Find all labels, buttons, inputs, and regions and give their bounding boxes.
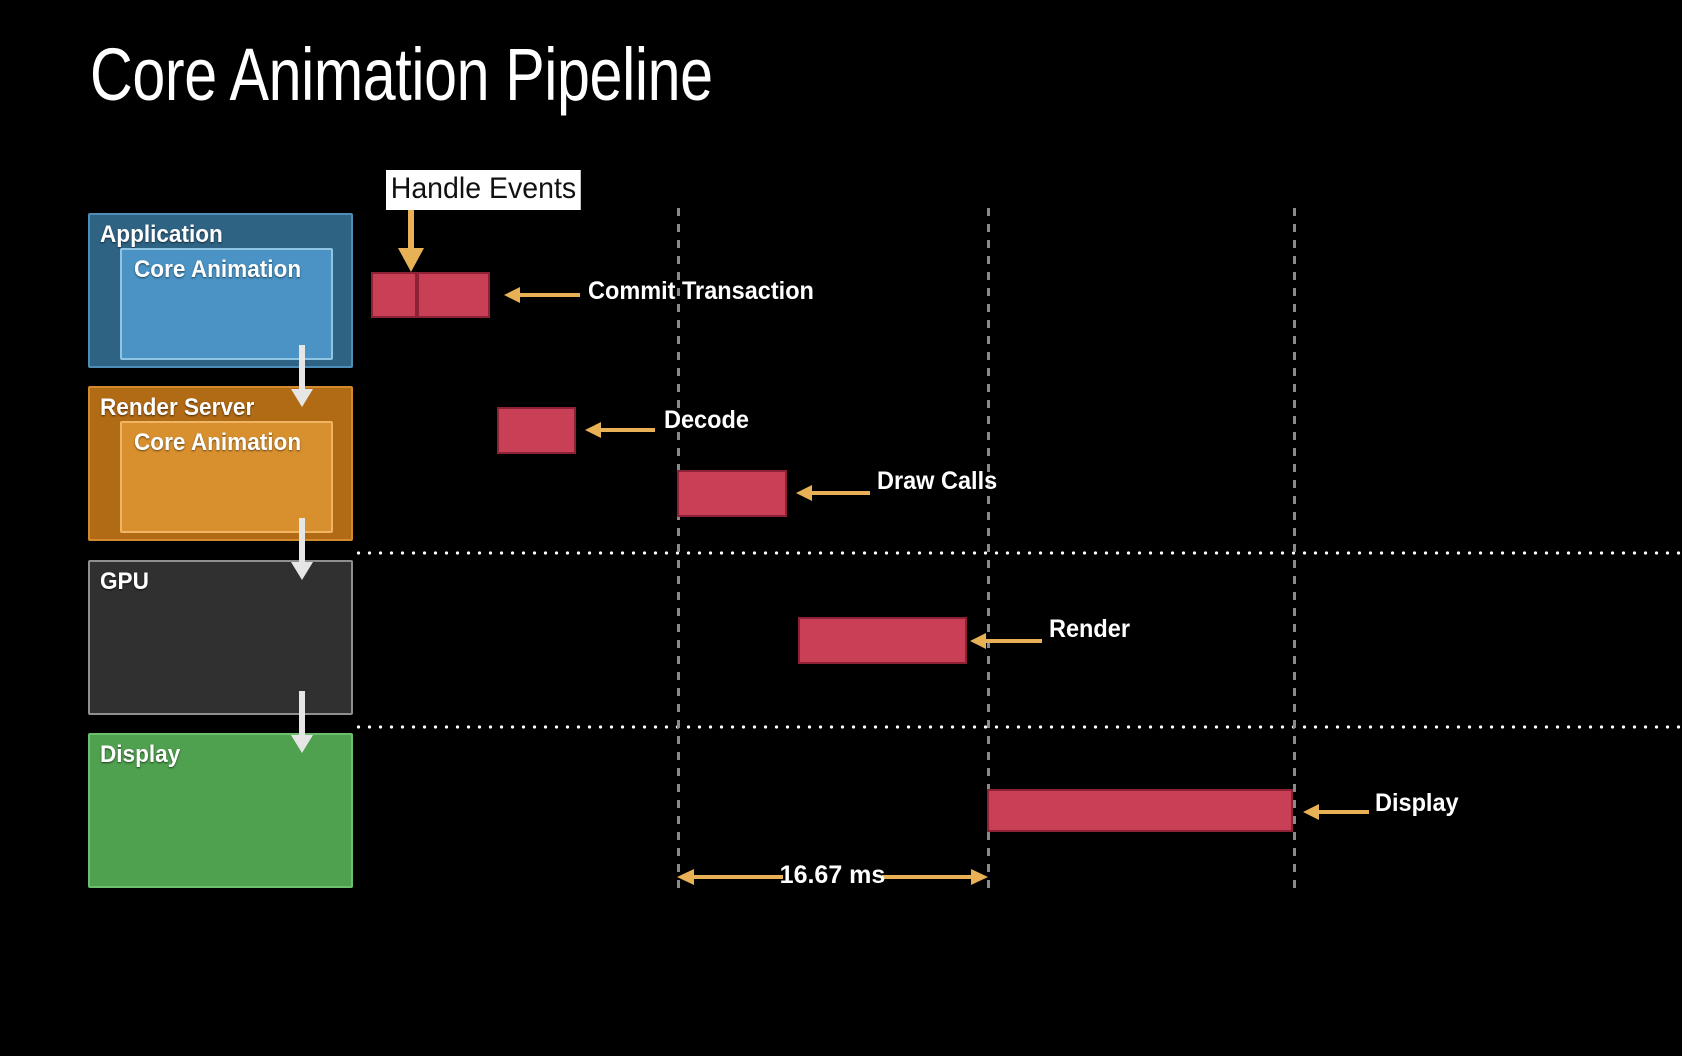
flow-arrow-shaft bbox=[299, 518, 305, 564]
lane-render-server-title: Render Server bbox=[100, 394, 255, 421]
lane-display-title: Display bbox=[100, 741, 181, 768]
arrow-shaft bbox=[810, 491, 870, 495]
task-bar-draw-calls bbox=[677, 470, 787, 517]
task-bar-commit-transaction-segment-1 bbox=[371, 272, 417, 318]
flow-arrow-gpu-to-display bbox=[291, 691, 313, 753]
arrow-shaft bbox=[408, 210, 414, 252]
lane-render-server-core-animation-label: Core Animation bbox=[134, 429, 302, 456]
measure-arrow-head-right bbox=[971, 869, 988, 885]
label-handle-events: Handle Events bbox=[386, 170, 581, 210]
callout-arrow-commit-transaction bbox=[504, 285, 580, 305]
task-bar-display bbox=[987, 789, 1293, 832]
lane-application-core-animation-label: Core Animation bbox=[134, 256, 302, 283]
arrow-head bbox=[1303, 804, 1319, 820]
arrow-shaft bbox=[518, 293, 580, 297]
flow-arrow-head bbox=[291, 735, 313, 753]
task-bar-decode bbox=[497, 407, 576, 454]
arrow-handle-events bbox=[398, 210, 424, 272]
flow-arrow-shaft bbox=[299, 691, 305, 737]
lane-gpu-title: GPU bbox=[100, 568, 149, 595]
arrow-shaft bbox=[984, 639, 1042, 643]
label-display: Display bbox=[1375, 789, 1459, 817]
arrow-head bbox=[585, 422, 601, 438]
flow-arrow-application-to-render-server bbox=[291, 345, 313, 407]
measure-arrow-shaft-right bbox=[882, 875, 972, 879]
measure-arrow-head-left bbox=[677, 869, 694, 885]
flow-arrow-head bbox=[291, 389, 313, 407]
lane-separator-display bbox=[353, 725, 1682, 729]
lane-render-server: Render Server Core Animation bbox=[88, 386, 353, 541]
frame-boundary-line-3 bbox=[1293, 208, 1296, 892]
lane-application-core-animation: Core Animation bbox=[120, 248, 333, 360]
task-bar-render bbox=[798, 617, 967, 664]
lane-application: Application Core Animation bbox=[88, 213, 353, 368]
measure-arrow-shaft-left bbox=[693, 875, 783, 879]
frame-duration-measure: 16.67 ms bbox=[677, 861, 988, 889]
flow-arrow-render-server-to-gpu bbox=[291, 518, 313, 580]
lane-render-server-core-animation: Core Animation bbox=[120, 421, 333, 533]
frame-boundary-line-2 bbox=[987, 208, 990, 892]
arrow-head bbox=[504, 287, 520, 303]
arrow-shaft bbox=[599, 428, 655, 432]
frame-duration-label: 16.67 ms bbox=[779, 861, 886, 889]
lane-application-title: Application bbox=[100, 221, 223, 248]
label-render: Render bbox=[1049, 615, 1130, 643]
arrow-head bbox=[398, 248, 424, 272]
lane-gpu: GPU bbox=[88, 560, 353, 715]
callout-arrow-draw-calls bbox=[796, 483, 870, 503]
page-title: Core Animation Pipeline bbox=[90, 33, 713, 116]
callout-arrow-display bbox=[1303, 802, 1369, 822]
task-bar-commit-transaction-segment-2 bbox=[417, 272, 490, 318]
label-decode: Decode bbox=[664, 406, 749, 434]
arrow-shaft bbox=[1317, 810, 1369, 814]
lane-display: Display bbox=[88, 733, 353, 888]
flow-arrow-head bbox=[291, 562, 313, 580]
flow-arrow-shaft bbox=[299, 345, 305, 391]
label-draw-calls: Draw Calls bbox=[877, 467, 998, 495]
frame-boundary-line-1 bbox=[677, 208, 680, 892]
label-commit-transaction: Commit Transaction bbox=[588, 277, 814, 305]
arrow-head bbox=[970, 633, 986, 649]
callout-arrow-decode bbox=[585, 420, 655, 440]
lane-separator-gpu bbox=[353, 551, 1682, 555]
arrow-head bbox=[796, 485, 812, 501]
callout-arrow-render bbox=[970, 631, 1042, 651]
